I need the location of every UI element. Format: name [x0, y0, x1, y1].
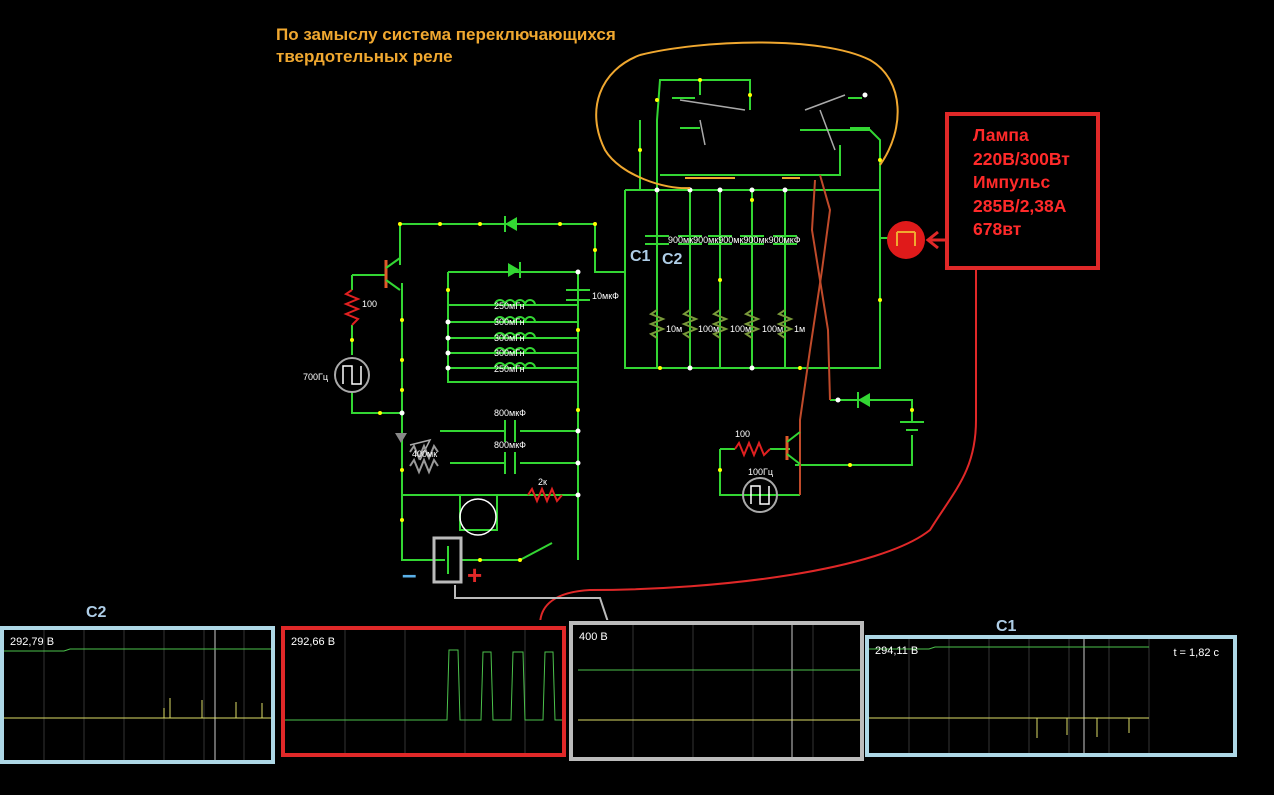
diode-icon[interactable] — [395, 433, 407, 443]
resistor-icon[interactable] — [409, 457, 439, 475]
label-ind-1: 250мГн — [494, 301, 525, 311]
resistor-icon[interactable] — [343, 289, 361, 326]
scope-title-c1: C1 — [996, 618, 1017, 635]
circuit-label-c2: C2 — [662, 251, 683, 268]
label-res-row-4: 100м — [762, 324, 783, 334]
diode-icon[interactable] — [508, 262, 521, 278]
scope-panel-c2[interactable]: 292,79 В — [0, 626, 275, 764]
label-ind-5: 250мГн — [494, 364, 525, 374]
resistor-icon[interactable] — [734, 440, 771, 458]
label-ind-3: 300мГн — [494, 333, 525, 343]
lamp-note-line-4: 285В/2,38А — [973, 195, 1067, 216]
capacitor-icon[interactable] — [708, 235, 732, 245]
capacitor-icon[interactable] — [773, 235, 797, 245]
scope-c1-value: 294,11 В — [875, 645, 919, 657]
capacitor-icon[interactable] — [678, 235, 702, 245]
scope-title-c2: C2 — [86, 604, 107, 621]
square-wave-generator-icon[interactable] — [334, 357, 370, 393]
label-res-row-3: 100м — [730, 324, 751, 334]
resistor-icon[interactable] — [648, 309, 666, 339]
battery-icon[interactable] — [900, 421, 924, 431]
diode-icon[interactable] — [504, 216, 517, 232]
annotation-line-1: По замыслу система переключающихся — [276, 25, 616, 44]
circuit-nodes — [350, 78, 914, 562]
polarity-plus: + — [467, 560, 482, 590]
annotation-line-2: твердотельных реле — [276, 47, 453, 66]
scope-panel-lamp[interactable]: 292,66 В — [281, 626, 566, 757]
circuit-label-c1: C1 — [630, 248, 651, 265]
label-cap-800-1: 800мкФ — [494, 408, 526, 418]
scope-time: t = 1,82 с — [1173, 647, 1219, 659]
resistor-icon[interactable] — [527, 486, 563, 504]
resistor-icon[interactable] — [711, 309, 729, 339]
scope-panel-source[interactable]: 400 В — [569, 621, 864, 761]
scope-c2-value: 292,79 В — [10, 636, 55, 648]
label-caps-row: 900мк900мк900мк900мк900мкФ — [668, 235, 801, 245]
lamp-note-line-1: Лампа — [973, 125, 1029, 145]
label-gen-100: 100Гц — [748, 467, 773, 477]
transistor-icon[interactable] — [785, 431, 801, 465]
scope-connector — [454, 585, 609, 620]
lamp-note-line-2: 220В/300Вт — [973, 148, 1070, 169]
lamp-icon[interactable] — [459, 498, 497, 536]
inductor-icon[interactable] — [494, 332, 536, 339]
polarity-minus: – — [402, 559, 416, 589]
capacitor-icon[interactable] — [504, 452, 516, 474]
transistor-icon[interactable] — [384, 257, 401, 291]
label-res-pot: 400мк — [412, 449, 437, 459]
label-res-row-2: 100м — [698, 324, 719, 334]
annotation-connector — [539, 268, 977, 620]
label-res-row-5: 1м — [794, 324, 805, 334]
label-ind-2: 300мГн — [494, 317, 525, 327]
label-res-100: 100 — [362, 299, 377, 309]
label-res-row-1: 10м — [666, 324, 682, 334]
inductor-icon[interactable] — [494, 362, 536, 369]
label-ind-4: 300мГн — [494, 348, 525, 358]
scope-panel-c1[interactable]: 294,11 В t = 1,82 с — [865, 635, 1237, 757]
capacitor-icon[interactable] — [740, 235, 764, 245]
resistor-icon[interactable] — [409, 443, 439, 461]
annotation-text: По замыслу система переключающихся тверд… — [276, 24, 616, 68]
diode-icon[interactable] — [857, 392, 870, 408]
lamp-note-text: Лампа 220В/300Вт Импульс 285В/2,38А 678в… — [973, 124, 1070, 242]
resistor-icon[interactable] — [681, 309, 699, 339]
resistor-icon[interactable] — [776, 309, 794, 339]
inductor-icon[interactable] — [494, 316, 536, 323]
circuit-canvas[interactable]: 100 700Гц 10мкФ 250мГн 300мГн 300мГн 300… — [0, 0, 1274, 620]
label-cap-800-2: 800мкФ — [494, 440, 526, 450]
arrow-left-icon — [925, 230, 946, 250]
capacitor-icon[interactable] — [566, 289, 590, 301]
inductor-icon[interactable] — [494, 299, 536, 306]
label-cap-10: 10мкФ — [592, 291, 619, 301]
capacitor-icon[interactable] — [504, 420, 516, 442]
lamp-note-line-5: 678вт — [973, 219, 1022, 239]
annotation-loop — [595, 41, 899, 190]
scope-source-value: 400 В — [579, 631, 608, 643]
label-res-100-right: 100 — [735, 429, 750, 439]
label-gen-700: 700Гц — [303, 372, 328, 382]
battery-icon[interactable] — [432, 536, 463, 584]
label-res-2k: 2к — [538, 477, 547, 487]
lamp-icon[interactable] — [887, 221, 925, 259]
wire-top-loop[interactable] — [399, 223, 625, 273]
scope-lamp-value: 292,66 В — [291, 636, 336, 648]
lamp-note-line-3: Импульс — [973, 172, 1051, 192]
square-wave-generator-icon[interactable] — [742, 477, 778, 513]
inductor-icon[interactable] — [494, 347, 536, 354]
capacitor-icon[interactable] — [645, 235, 669, 245]
switch-icon[interactable] — [518, 558, 522, 562]
resistor-icon[interactable] — [743, 309, 761, 339]
lamp-note-box: Лампа 220В/300Вт Импульс 285В/2,38А 678в… — [945, 112, 1100, 270]
